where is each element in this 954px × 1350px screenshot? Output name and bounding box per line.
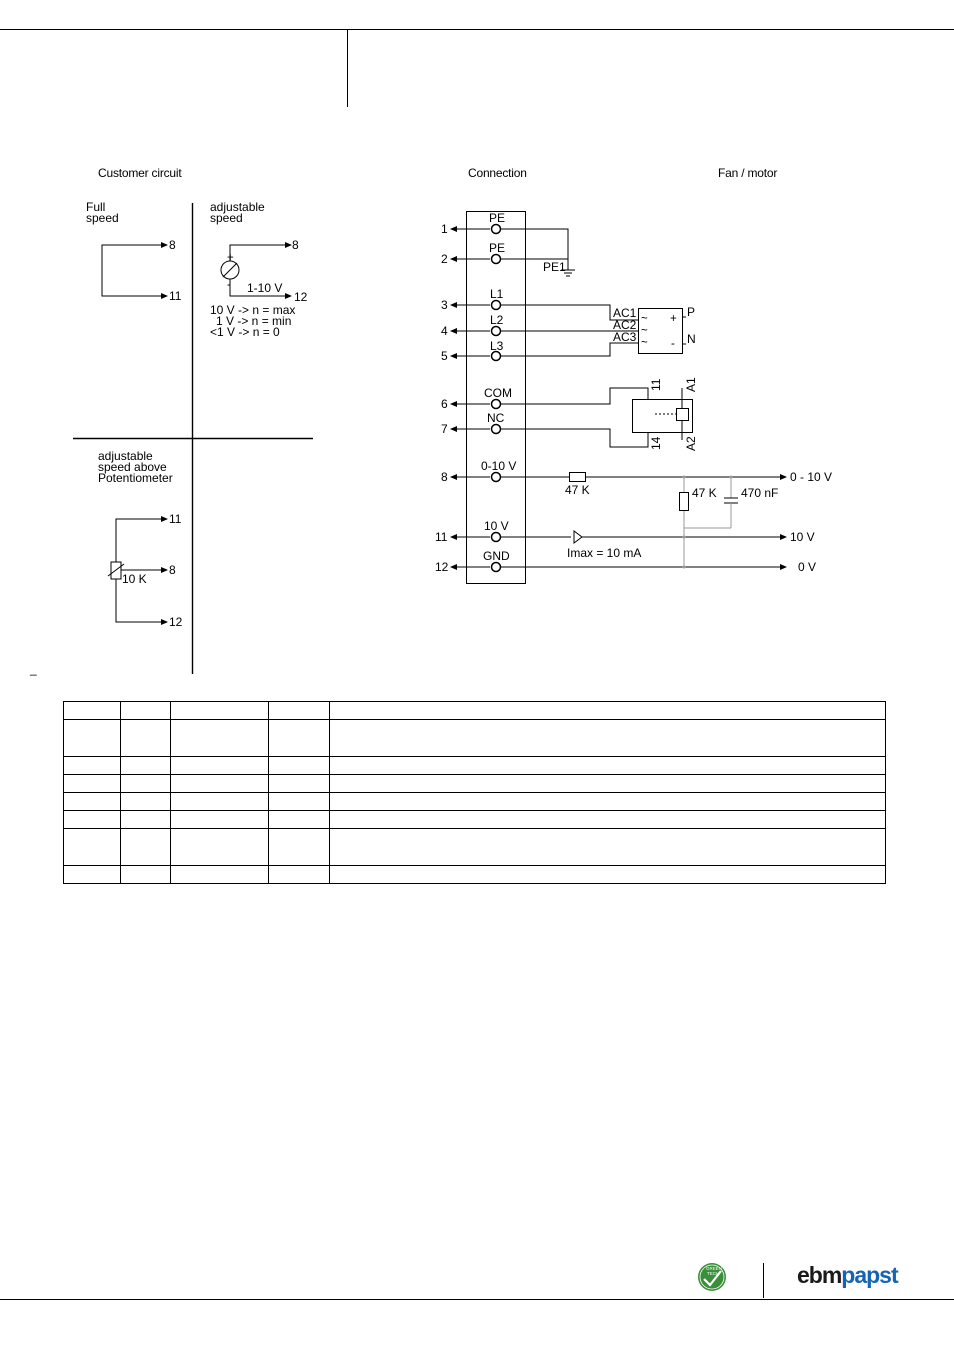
motor-circuit: PE1 AC1 AC2 AC3 ~ ~ ~ + - P N 11 14 A1 A… [500,228,832,574]
rectifier-box [638,308,683,354]
adj-speed-label-2: speed [210,211,243,225]
svg-text:~: ~ [641,313,648,325]
resistor-47k-series [569,472,586,482]
relay-11: 11 [649,378,663,391]
header-connection: Connection [468,166,527,180]
terminal-num-12: 12 [435,560,449,574]
terminal-label-1: PE [489,211,505,225]
terminal-label-11: 10 V [484,519,509,533]
info-table [63,701,886,884]
full-speed-pin-8: 8 [169,238,176,252]
terminal-block: 1 2 3 4 5 6 7 8 11 12 PE PE L1 L2 L3 COM… [435,211,526,584]
footnote-mark: _ [29,662,37,676]
terminal-label-8: 0-10 V [481,459,516,473]
pot-label-1: adjustable [98,449,153,463]
terminal-label-7: NC [487,411,505,425]
terminal-label-6: COM [484,386,512,400]
pe1-label: PE1 [543,260,566,274]
svg-text:~: ~ [641,325,648,337]
relay-a1: A1 [684,377,698,392]
pot-value: 10 K [122,572,147,586]
terminal-num-11: 11 [435,530,448,544]
header-customer-circuit: Customer circuit [98,166,182,180]
table-row [63,719,886,757]
terminal-num-5: 5 [441,349,448,363]
header-fan-motor: Fan / motor [718,166,777,180]
brand-part-2: papst [841,1262,898,1288]
terminal-label-12: GND [483,549,510,563]
relay-a2: A2 [684,436,698,451]
terminal-num-2: 2 [441,252,448,266]
pot-pin-12: 12 [169,615,183,629]
r2-label: 47 K [692,486,717,500]
terminal-num-6: 6 [441,397,448,411]
r1-label: 47 K [565,483,590,497]
resistor-47k-shunt [679,492,689,511]
terminal-label-3: L1 [490,287,504,301]
speed-rule-1: 10 V -> n = max [210,303,295,317]
svg-text:~: ~ [641,337,648,349]
customer-circuit: Full speed 8 11 adjustable speed + - 8 1… [29,200,313,676]
svg-text:-: - [227,279,231,291]
n-label: N [687,332,696,346]
adj-speed-label-1: adjustable [210,200,265,214]
svg-text:TECH: TECH [707,1271,719,1276]
table-row [63,828,886,866]
svg-text:+: + [670,313,677,325]
pot-label-3: Potentiometer [98,471,173,485]
terminal-num-3: 3 [441,298,448,312]
brand-part-1: ebm [797,1262,842,1288]
brand-wordmark: ebmpapst [797,1262,899,1289]
terminal-num-4: 4 [441,324,448,338]
terminal-num-8: 8 [441,470,448,484]
svg-text:GREEN: GREEN [706,1266,722,1271]
table-row [63,774,886,793]
out-0v-label: 0 V [798,560,816,574]
full-speed-pin-11: 11 [169,289,182,303]
ac2-label: AC2 [613,318,637,332]
table-row [63,810,886,829]
terminal-label-2: PE [489,241,505,255]
out-10v-label: 10 V [790,530,815,544]
adj-speed-pin-12: 12 [294,290,308,304]
ac1-label: AC1 [613,306,637,320]
green-tech-badge-icon: GREEN TECH [698,1263,726,1291]
table-row [63,756,886,775]
table-row [63,792,886,811]
pot-pin-11: 11 [169,512,182,526]
terminal-label-5: L3 [490,339,504,353]
full-speed-label-1: Full [86,200,105,214]
speed-rule-2: 1 V -> n = min [216,314,291,328]
table-row [63,865,886,884]
full-speed-label-2: speed [86,211,119,225]
relay-14: 14 [649,436,663,450]
pot-label-2: speed above [98,460,167,474]
terminal-label-4: L2 [490,313,504,327]
brand-logo: ebmpapst [697,1262,899,1300]
adj-speed-pin-8: 8 [292,238,299,252]
table-row [63,701,886,720]
voltage-range: 1-10 V [247,281,282,295]
cap-label: 470 nF [741,486,778,500]
terminal-num-1: 1 [441,222,448,236]
imax-label: Imax = 10 mA [567,546,641,560]
svg-text:-: - [671,338,675,350]
speed-rule-3: <1 V -> n = 0 [210,325,280,339]
out-0-10-label: 0 - 10 V [790,470,832,484]
svg-text:+: + [227,252,234,264]
p-label: P [687,305,695,319]
terminal-num-7: 7 [441,422,448,436]
ac3-label: AC3 [613,330,637,344]
pot-pin-8: 8 [169,563,176,577]
